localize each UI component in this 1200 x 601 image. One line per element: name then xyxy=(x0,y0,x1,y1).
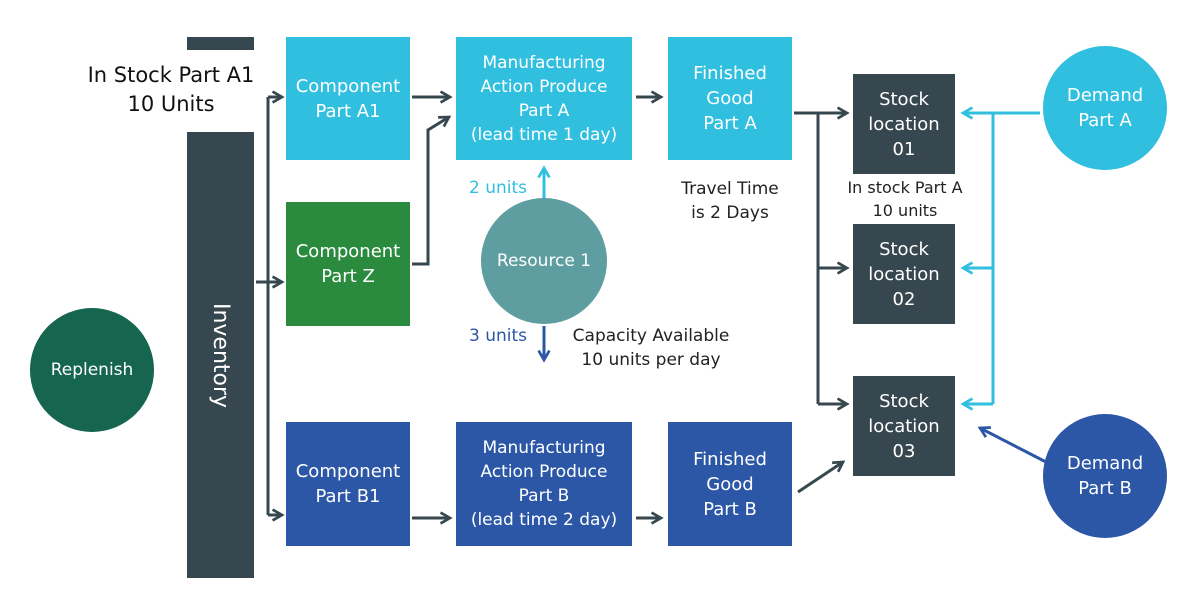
inventory-label: Inventory xyxy=(208,302,233,408)
arrow-demand-b-to-stock-03 xyxy=(977,426,1047,464)
component-part-a1: Component Part A1 xyxy=(286,37,410,160)
finished-good-part-a: Finished Good Part A xyxy=(668,37,792,160)
travel-time-note: Travel Time is 2 Days xyxy=(681,179,779,223)
component-part-z: Component Part Z xyxy=(286,202,410,326)
inventory-bar xyxy=(187,132,254,578)
manufacturing-part-a: Manufacturing Action Produce Part A (lea… xyxy=(456,37,632,160)
finished-good-part-b: Finished Good Part B xyxy=(668,422,792,546)
resource-up-units: 2 units xyxy=(468,178,527,198)
stock-location-01-note: In stock Part A 10 units xyxy=(847,178,963,220)
resource-1-node: Resource 1 xyxy=(481,198,607,324)
replenish-node: Replenish xyxy=(30,308,154,432)
stock-location-02: Stock location 02 xyxy=(853,224,955,324)
demand-part-a-node: Demand Part A xyxy=(1043,46,1167,170)
inventory-label-wrap: Inventory xyxy=(187,132,254,578)
component-part-b1: Component Part B1 xyxy=(286,422,410,546)
arrow-finished-b-to-stock-03 xyxy=(797,460,846,494)
stock-note-a1: In Stock Part A1 10 Units xyxy=(87,63,255,116)
resource-capacity-note: Capacity Available 10 units per day xyxy=(572,326,730,370)
arrow-z-to-manufacturing-a xyxy=(412,115,452,266)
stock-location-03: Stock location 03 xyxy=(853,376,955,476)
demand-part-b-node: Demand Part B xyxy=(1043,414,1167,538)
inventory-cap xyxy=(187,37,254,50)
stock-location-01: Stock location 01 xyxy=(853,74,955,174)
manufacturing-part-b: Manufacturing Action Produce Part B (lea… xyxy=(456,422,632,546)
resource-down-units: 3 units xyxy=(468,326,527,346)
